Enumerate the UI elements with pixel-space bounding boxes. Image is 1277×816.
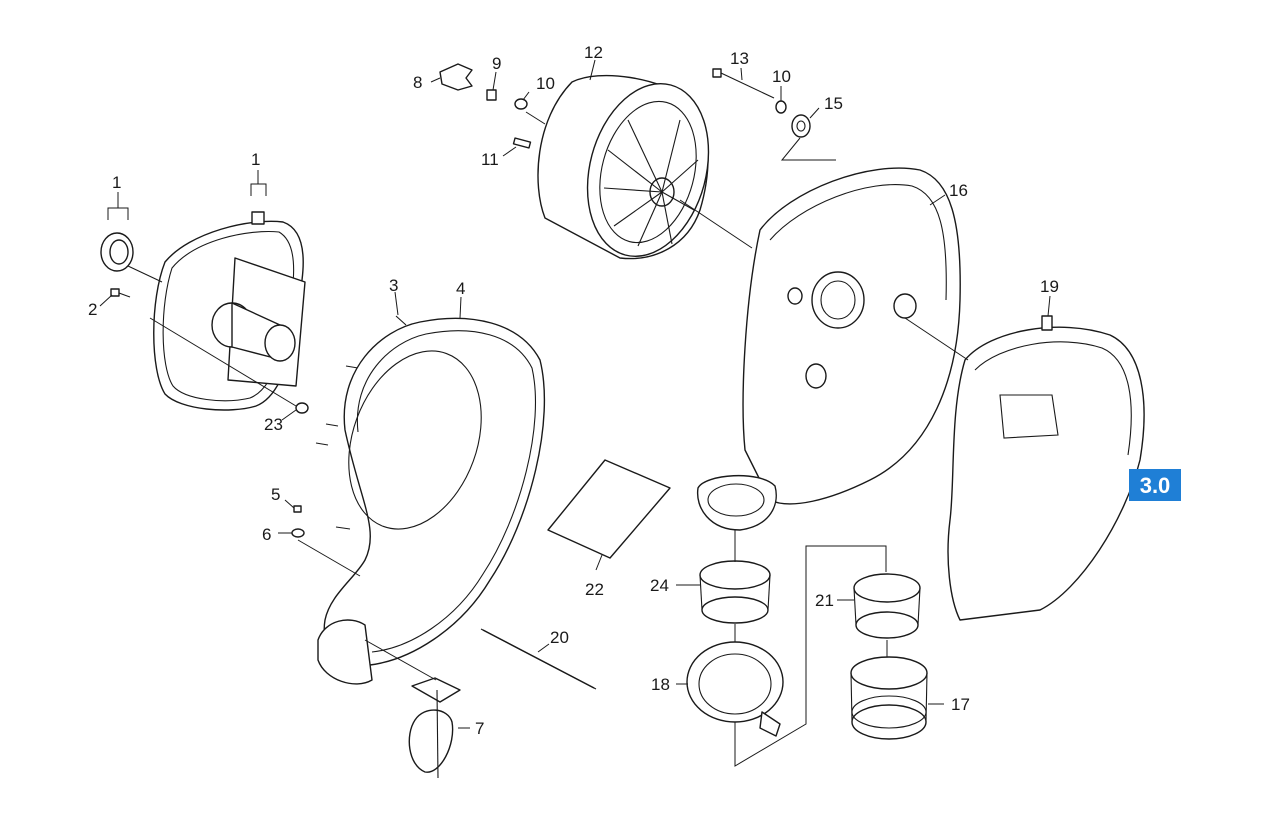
callout-1-ring: 1: [112, 173, 121, 192]
callout-2: 2: [88, 300, 97, 319]
part-6-washer: [291, 528, 305, 538]
callout-16: 16: [949, 181, 968, 200]
part-13-bolt: [712, 68, 775, 99]
part-4-scroll-housing: [317, 317, 546, 685]
part-9-bolt: [486, 89, 497, 101]
part-10-washer-right: [775, 100, 787, 114]
callout-10-left: 10: [536, 74, 555, 93]
callout-17: 17: [951, 695, 970, 714]
part-2-screw: [110, 288, 131, 298]
part-10-washer-left: [514, 98, 528, 110]
callout-4: 4: [456, 279, 465, 298]
callout-13: 13: [730, 49, 749, 68]
callout-7: 7: [475, 719, 484, 738]
callout-19: 19: [1040, 277, 1059, 296]
callout-1-cover: 1: [251, 150, 260, 169]
part-22-sheet: [547, 459, 671, 559]
part-18-flange-ring: [686, 641, 784, 737]
part-23-washer: [295, 402, 309, 414]
callout-21: 21: [815, 591, 834, 610]
callout-5: 5: [271, 485, 280, 504]
callout-labels: 1 1 2 3 4 5 6 7 8 9 10 11 12 13 10 15 16…: [88, 43, 1059, 738]
part-21-ring: [853, 573, 921, 639]
part-1-front-cover: [153, 211, 306, 411]
callout-18: 18: [651, 675, 670, 694]
callout-20: 20: [550, 628, 569, 647]
callout-24: 24: [650, 576, 669, 595]
callout-3: 3: [389, 276, 398, 295]
leader-lines: [99, 59, 1051, 767]
part-3-screws: [315, 315, 407, 530]
callout-10-right: 10: [772, 67, 791, 86]
part-16-rear-housing: [696, 167, 961, 531]
callout-8: 8: [413, 73, 422, 92]
part-15-nut: [791, 114, 811, 138]
part-11-key: [512, 137, 532, 149]
part-17-sleeve: [850, 656, 928, 740]
part-1-ring-seal: [100, 232, 134, 272]
part-19-cover: [947, 315, 1145, 621]
part-24-ring: [699, 560, 771, 624]
callout-15: 15: [824, 94, 843, 113]
callout-12: 12: [584, 43, 603, 62]
callout-11: 11: [481, 150, 499, 169]
part-8-clip: [439, 63, 473, 91]
callout-23: 23: [264, 415, 283, 434]
callout-6: 6: [262, 525, 271, 544]
section-badge: 3.0: [1129, 469, 1181, 501]
part-5-screw: [293, 505, 302, 513]
part-12-impeller: [537, 74, 710, 260]
part-7-flap: [408, 677, 461, 779]
callout-9: 9: [492, 54, 501, 73]
part-20-rod: [480, 628, 597, 690]
callout-22: 22: [585, 580, 604, 599]
section-badge-label: 3.0: [1140, 473, 1171, 498]
